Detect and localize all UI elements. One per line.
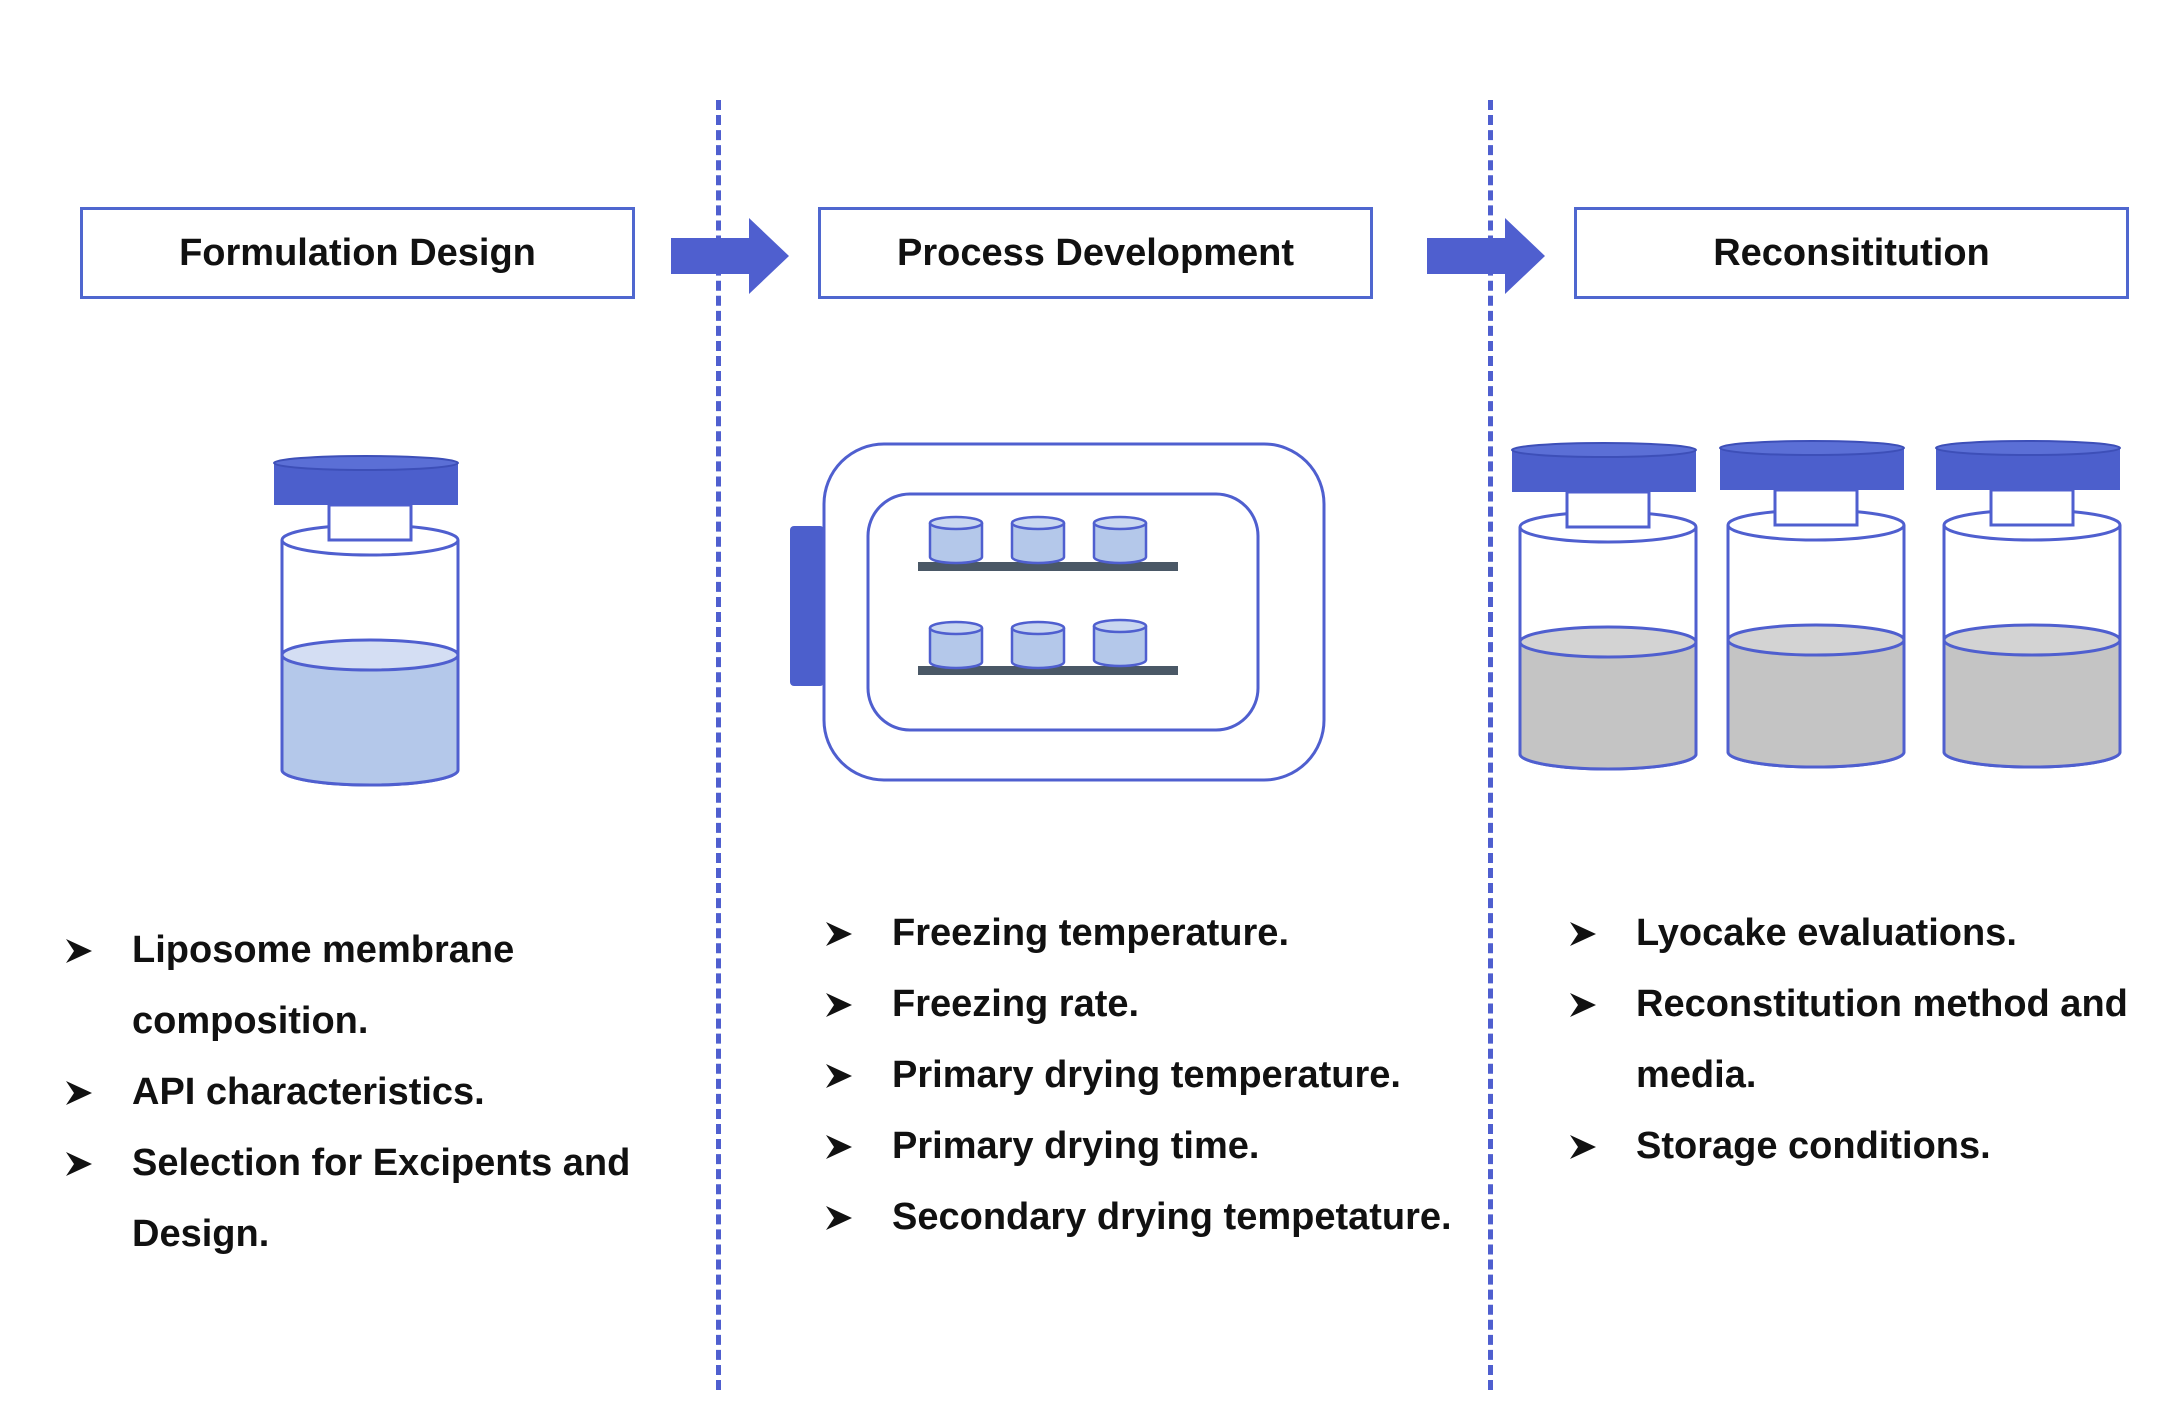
stage-box-formulation-design: Formulation Design — [80, 207, 635, 299]
arrowhead-bullet-icon — [1570, 922, 1596, 946]
vial-icon — [1719, 440, 1906, 769]
bullet-text: Freezing rate. — [892, 983, 1140, 1025]
stage-title: Process Development — [896, 231, 1295, 274]
vial-icon — [273, 455, 460, 787]
bullet-list-formulation-design: Liposome membrane composition. API chara… — [64, 915, 664, 1270]
list-item: API characteristics. — [64, 1057, 664, 1128]
list-item: Reconstitution method and media. — [1568, 969, 2168, 1111]
arrowhead-bullet-icon — [1570, 993, 1596, 1017]
stage-title: Reconsititution — [1713, 231, 1990, 274]
list-item: Secondary drying tempetature. — [824, 1182, 1464, 1253]
arrowhead-bullet-icon — [826, 1064, 852, 1088]
bullet-text: API characteristics. — [132, 1071, 485, 1113]
list-item: Lyocake evaluations. — [1568, 898, 2168, 969]
list-item: Freezing temperature. — [824, 898, 1464, 969]
stage-divider — [1488, 100, 1493, 1390]
bullet-text: Freezing temperature. — [892, 912, 1289, 954]
stage-box-process-development: Process Development — [818, 207, 1373, 299]
bullet-text: Storage conditions. — [1636, 1125, 1991, 1167]
bullet-text: Lyocake evaluations. — [1636, 912, 2017, 954]
vial-icon — [1935, 440, 2122, 769]
vial-icon — [1511, 442, 1698, 771]
right-arrow-icon — [1427, 218, 1545, 294]
bullet-list-process-development: Freezing temperature. Freezing rate. Pri… — [824, 898, 1464, 1253]
freeze-dryer-icon — [790, 442, 1326, 782]
list-item: Freezing rate. — [824, 969, 1464, 1040]
arrowhead-bullet-icon — [826, 1135, 852, 1159]
arrowhead-bullet-icon — [826, 993, 852, 1017]
stage-divider — [716, 100, 721, 1390]
arrowhead-bullet-icon — [66, 939, 92, 963]
bullet-text: Primary drying temperature. — [892, 1054, 1401, 1096]
bullet-text: Primary drying time. — [892, 1125, 1260, 1167]
bullet-text: Selection for Excipents and Design. — [132, 1142, 631, 1255]
arrowhead-bullet-icon — [1570, 1135, 1596, 1159]
bullet-text: Secondary drying tempetature. — [892, 1196, 1452, 1238]
bullet-text: Liposome membrane composition. — [132, 929, 515, 1042]
list-item: Primary drying time. — [824, 1111, 1464, 1182]
stage-box-reconstitution: Reconsititution — [1574, 207, 2129, 299]
list-item: Storage conditions. — [1568, 1111, 2168, 1182]
list-item: Liposome membrane composition. — [64, 915, 664, 1057]
list-item: Selection for Excipents and Design. — [64, 1128, 664, 1270]
bullet-list-reconstitution: Lyocake evaluations. Reconstitution meth… — [1568, 898, 2168, 1182]
arrowhead-bullet-icon — [66, 1152, 92, 1176]
arrowhead-bullet-icon — [826, 1206, 852, 1230]
arrowhead-bullet-icon — [66, 1081, 92, 1105]
right-arrow-icon — [671, 218, 789, 294]
bullet-text: Reconstitution method and media. — [1636, 983, 2128, 1096]
arrowhead-bullet-icon — [826, 922, 852, 946]
stage-title: Formulation Design — [179, 231, 536, 274]
list-item: Primary drying temperature. — [824, 1040, 1464, 1111]
